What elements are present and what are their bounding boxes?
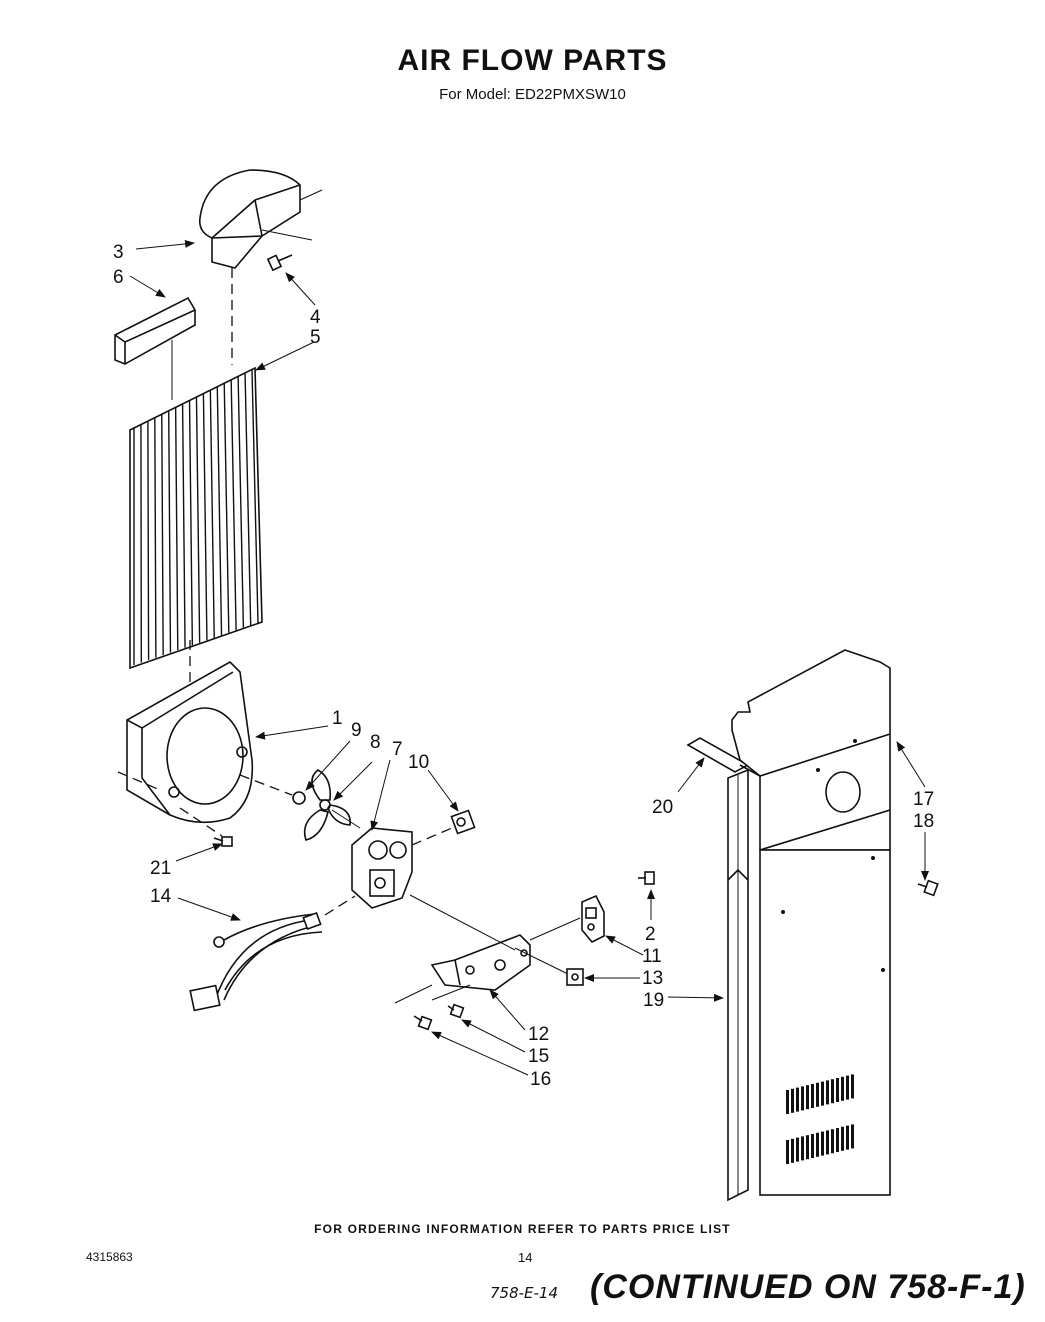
callout-5: 5	[310, 327, 321, 348]
callout-17: 17	[913, 789, 934, 810]
handwritten-reference: 758-E-14	[490, 1284, 559, 1302]
part-10-grommet	[450, 809, 476, 835]
part-9-nut	[292, 791, 306, 805]
louver-slot	[791, 1088, 794, 1113]
evaporator-fin	[216, 387, 223, 636]
evaporator-fin	[154, 417, 157, 658]
louver-slot	[806, 1085, 809, 1110]
callout-2: 2	[645, 924, 656, 945]
part-2-screw	[638, 871, 655, 885]
callout-10: 10	[408, 752, 429, 773]
evaporator-fin	[230, 380, 237, 631]
louver-slot	[831, 1079, 834, 1104]
part-17-air-duct-cover	[731, 649, 891, 1196]
louver-slot	[811, 1134, 814, 1158]
louver-slot	[836, 1128, 839, 1152]
callout-4: 4	[310, 307, 321, 328]
model-subtitle: For Model: ED22PMXSW10	[439, 86, 626, 103]
part-14-wire-harness	[189, 911, 323, 1012]
louver-slot	[831, 1129, 834, 1154]
callout-13: 13	[642, 968, 663, 989]
part-15-screw	[447, 1003, 465, 1019]
louver-slot	[816, 1082, 819, 1107]
louver-slot	[826, 1130, 829, 1155]
part-6-baffle	[114, 296, 196, 400]
callout-8: 8	[370, 732, 381, 753]
louver-slot	[851, 1074, 854, 1099]
callout-18: 18	[913, 811, 934, 832]
evaporator-fin	[161, 414, 164, 656]
louver-slot	[821, 1081, 824, 1106]
louver-slot	[811, 1084, 814, 1108]
part-4-screw	[266, 254, 293, 272]
callout-7: 7	[392, 739, 403, 760]
part-8-fan-blade	[303, 769, 351, 841]
callout-labels: 3 6 4 5 1 9 8 7 10 21 14 2 11 13 19 12 1…	[113, 242, 934, 1090]
louver-slot	[801, 1136, 804, 1161]
evaporator-fin	[237, 376, 245, 628]
louver-slot	[801, 1086, 804, 1111]
louver-slot	[796, 1137, 799, 1162]
part-7-fan-motor	[351, 827, 413, 909]
callout-16: 16	[530, 1069, 551, 1090]
callout-6: 6	[113, 267, 124, 288]
evaporator-fin	[202, 393, 208, 641]
document-number: 4315863	[86, 1250, 133, 1264]
louver-slot	[821, 1131, 824, 1156]
continued-note: (CONTINUED ON 758-F-1)	[590, 1268, 1026, 1306]
louver-slot	[791, 1138, 794, 1163]
callout-14: 14	[150, 886, 172, 907]
part-19-liner-strip	[727, 768, 749, 1202]
callout-20: 20	[652, 797, 673, 818]
evaporator-fin	[147, 421, 150, 661]
callout-15: 15	[528, 1046, 549, 1067]
callout-21: 21	[150, 858, 171, 879]
page-number: 14	[518, 1250, 533, 1265]
page-title: AIR FLOW PARTS	[397, 44, 668, 77]
part-13-grommet	[566, 968, 584, 986]
evaporator-fin	[181, 404, 186, 648]
leader-lines	[129, 239, 929, 1076]
louver-slot	[846, 1075, 849, 1100]
callout-3: 3	[113, 242, 124, 263]
evaporator-fin	[244, 373, 252, 626]
louver-slot	[851, 1124, 854, 1149]
callout-19: 19	[643, 990, 664, 1011]
callout-1: 1	[332, 708, 343, 729]
louver-slot	[806, 1135, 809, 1160]
evaporator-fin	[223, 383, 230, 633]
louver-slot	[846, 1125, 849, 1150]
part-21-screw	[213, 836, 233, 847]
louver-slot	[841, 1076, 844, 1101]
part-1-fan-shroud	[117, 661, 254, 837]
evaporator-fin	[209, 390, 215, 638]
louver-slot	[786, 1090, 789, 1114]
evaporator-fin	[168, 410, 172, 653]
evaporator-fin	[174, 407, 179, 651]
evaporator-fin	[195, 397, 201, 643]
louver-slot	[841, 1126, 844, 1151]
louver-slot	[796, 1087, 799, 1112]
part-11-clip	[581, 894, 605, 943]
part-18-screw	[917, 879, 939, 897]
callout-11: 11	[642, 946, 662, 967]
part-16-screw	[413, 1015, 433, 1031]
ordering-note: FOR ORDERING INFORMATION REFER TO PARTS …	[314, 1222, 731, 1236]
louver-slot	[786, 1140, 789, 1164]
part-12-bracket	[430, 934, 531, 991]
evaporator-fin	[188, 400, 194, 646]
part-3-duct-cover	[198, 169, 323, 269]
callout-12: 12	[528, 1024, 549, 1045]
part-5-evaporator	[129, 366, 263, 670]
evaporator-fin	[251, 369, 259, 624]
louver-slot	[836, 1078, 839, 1102]
callout-9: 9	[351, 720, 362, 741]
louver-slot	[826, 1080, 829, 1105]
louver-slot	[816, 1132, 819, 1157]
